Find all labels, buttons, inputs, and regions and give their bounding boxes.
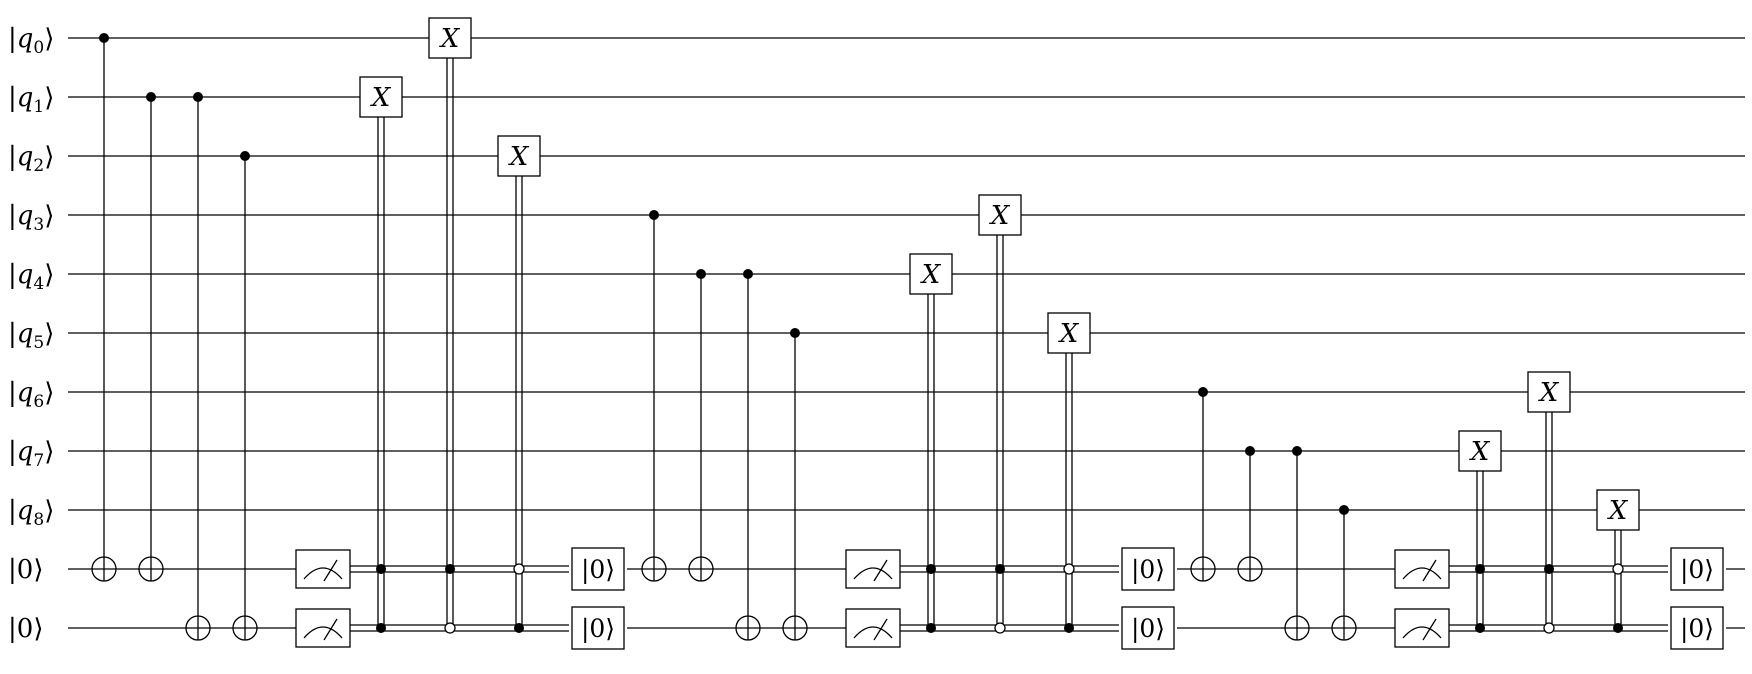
control-dot [649, 210, 659, 220]
x-gate-label: X [1538, 378, 1560, 408]
control-dot [376, 564, 386, 574]
measurement-box [295, 608, 351, 648]
meter-arc [853, 626, 893, 639]
x-gate-label: X [370, 83, 392, 113]
measurement-box [845, 608, 901, 648]
control-dot [99, 33, 109, 43]
control-dot [1292, 446, 1302, 456]
open-control-dot [513, 563, 525, 575]
wire-label-q4: |q4⟩ [8, 260, 54, 294]
x-gate-box [1596, 489, 1640, 531]
meter-needle [873, 559, 888, 582]
reset-box [1121, 606, 1175, 650]
x-gate-box [1047, 312, 1091, 354]
measurement-box [845, 549, 901, 589]
control-dot [790, 328, 800, 338]
wire-label-q6: |q6⟩ [8, 378, 54, 412]
x-gate-box [1458, 430, 1502, 472]
reset-box [571, 606, 625, 650]
control-dot [696, 269, 706, 279]
meter-needle [323, 559, 338, 582]
wire-label-ancilla-1: |0⟩ [8, 555, 43, 585]
x-gate-label: X [1058, 319, 1080, 349]
control-dot [445, 564, 455, 574]
measurement-box [1394, 549, 1450, 589]
x-gate-label: X [989, 201, 1011, 231]
reset-ancilla-2: |0⟩ [1680, 614, 1714, 644]
x-gate-box [497, 135, 541, 177]
x-gate-label: X [920, 260, 942, 290]
control-dot [514, 623, 524, 633]
control-dot [743, 269, 753, 279]
control-dot [995, 564, 1005, 574]
x-gate-box [978, 194, 1022, 236]
control-dot [376, 623, 386, 633]
wire-label-q3: |q3⟩ [8, 201, 54, 235]
open-control-dot [1543, 622, 1555, 634]
measurement-box [1394, 608, 1450, 648]
wire-label-q0: |q0⟩ [8, 24, 54, 58]
wire-label-q2: |q2⟩ [8, 142, 54, 176]
reset-box [1670, 606, 1724, 650]
control-dot [926, 623, 936, 633]
meter-needle [873, 618, 888, 641]
open-control-dot [444, 622, 456, 634]
control-dot [1613, 623, 1623, 633]
measurement-box [295, 549, 351, 589]
meter-needle [1422, 618, 1437, 641]
wire-label-q5: |q5⟩ [8, 319, 54, 353]
open-control-dot [1612, 563, 1624, 575]
wire-label-q8: |q8⟩ [8, 496, 54, 530]
control-dot [1475, 564, 1485, 574]
reset-box [1670, 547, 1724, 591]
control-dot [1245, 446, 1255, 456]
control-dot [146, 92, 156, 102]
reset-box [571, 547, 625, 591]
control-dot [1064, 623, 1074, 633]
x-gate-label: X [439, 24, 461, 54]
control-dot [1475, 623, 1485, 633]
control-dot [926, 564, 936, 574]
meter-needle [1422, 559, 1437, 582]
control-dot [1339, 505, 1349, 515]
x-gate-label: X [508, 142, 530, 172]
control-dot [1198, 387, 1208, 397]
wire-label-q1: |q1⟩ [8, 83, 54, 117]
x-gate-box [1527, 371, 1571, 413]
reset-ancilla-1: |0⟩ [581, 555, 615, 585]
open-control-dot [1063, 563, 1075, 575]
x-gate-label: X [1469, 437, 1491, 467]
wire-labels: |q0⟩ |q1⟩ |q2⟩ |q3⟩ |q4⟩ |q5⟩ |q6⟩ |q7⟩ |q8⟩ |0⟩ |… [8, 24, 54, 644]
gates: X X X |0⟩ |0⟩ X X X |0⟩ |0⟩ X X X |0⟩ |0⟩ [91, 17, 1724, 650]
quantum-wires [68, 37, 1745, 629]
meter-needle [323, 618, 338, 641]
control-dot [240, 151, 250, 161]
reset-ancilla-1: |0⟩ [1680, 555, 1714, 585]
open-control-dot [994, 622, 1006, 634]
control-dot [1544, 564, 1554, 574]
reset-ancilla-2: |0⟩ [581, 614, 615, 644]
meter-arc [303, 567, 343, 580]
meter-arc [853, 567, 893, 580]
reset-box [1121, 547, 1175, 591]
x-gate-box [909, 253, 953, 295]
wire-label-q7: |q7⟩ [8, 437, 54, 471]
classical-wires [344, 565, 1668, 632]
reset-ancilla-2: |0⟩ [1131, 614, 1165, 644]
x-gate-label: X [1607, 496, 1629, 526]
x-gate-box [428, 17, 472, 59]
wire-label-ancilla-2: |0⟩ [8, 614, 43, 644]
meter-arc [1402, 626, 1442, 639]
reset-ancilla-1: |0⟩ [1131, 555, 1165, 585]
meter-arc [303, 626, 343, 639]
x-gate-box [359, 76, 403, 118]
meter-arc [1402, 567, 1442, 580]
control-dot [193, 92, 203, 102]
